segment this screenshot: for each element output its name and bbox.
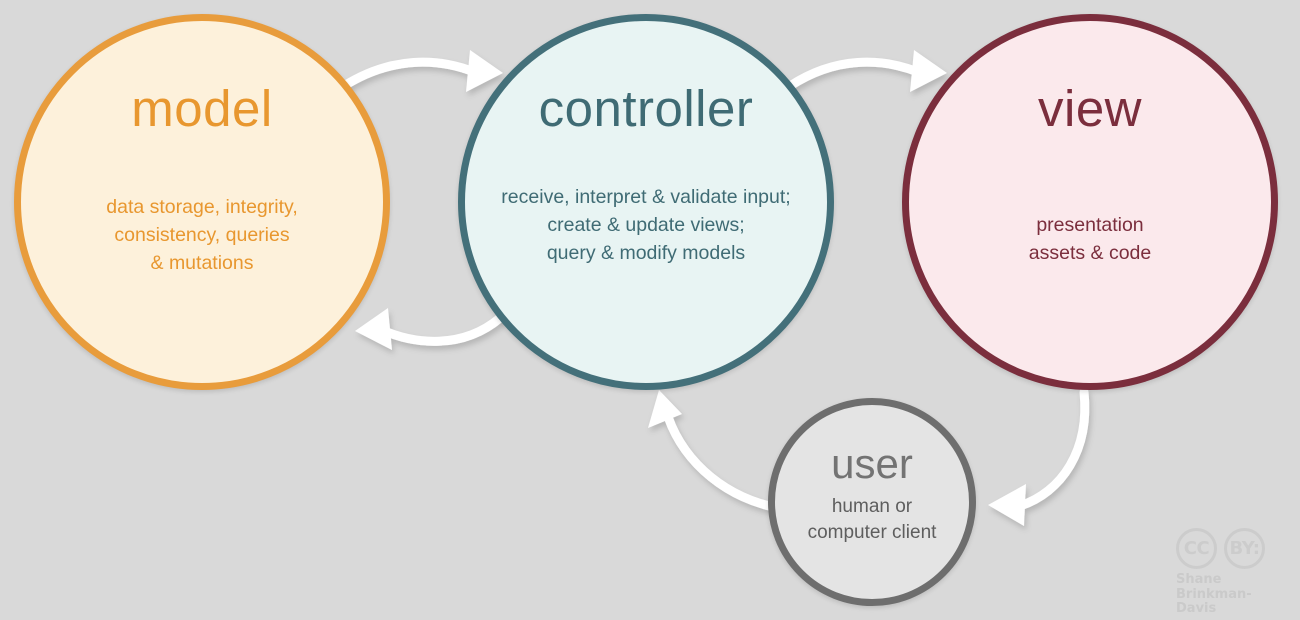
node-user-title: user bbox=[831, 440, 913, 487]
arrow-controller-to-view bbox=[785, 50, 947, 92]
by-icon: BY: bbox=[1224, 528, 1265, 569]
node-view-title: view bbox=[1037, 80, 1143, 137]
cc-badge-icons: CC BY: bbox=[1176, 528, 1288, 569]
attribution-line-1: Shane bbox=[1176, 572, 1222, 587]
creative-commons-badge[interactable]: CC BY: Shane Brinkman-Davis bbox=[1176, 528, 1288, 616]
node-controller-title: controller bbox=[538, 80, 754, 137]
attribution-line-2: Brinkman-Davis bbox=[1176, 586, 1252, 617]
arrow-controller-to-model bbox=[355, 308, 505, 350]
node-model-description: data storage, integrity,consistency, que… bbox=[106, 196, 298, 274]
node-controller[interactable]: controller receive, interpret & validate… bbox=[458, 14, 834, 390]
node-model-title: model bbox=[131, 80, 273, 137]
arrow-view-to-user bbox=[988, 387, 1090, 526]
arrow-user-to-controller bbox=[648, 390, 783, 513]
attribution-text: Shane Brinkman-Davis bbox=[1176, 572, 1288, 617]
node-controller-description: receive, interpret & validate input;crea… bbox=[501, 186, 791, 264]
node-model[interactable]: model data storage, integrity,consistenc… bbox=[14, 14, 390, 390]
arrow-model-to-controller bbox=[339, 50, 503, 92]
cc-icon: CC bbox=[1176, 528, 1217, 569]
